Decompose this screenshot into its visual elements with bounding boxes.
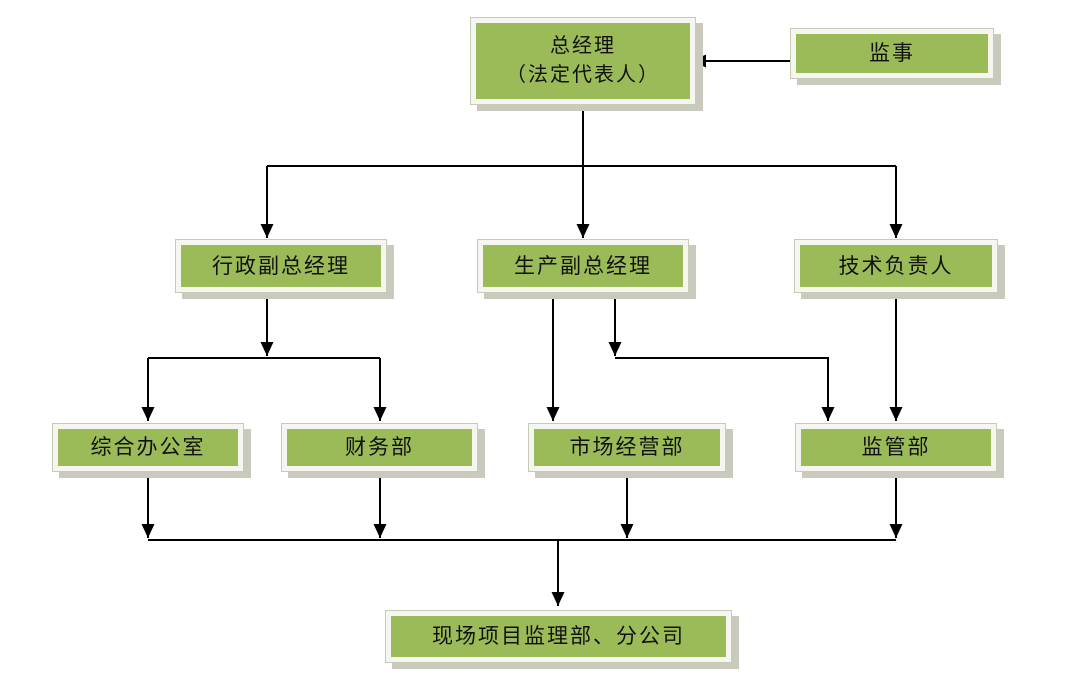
node-production-vice-gm: 生产副总经理	[477, 239, 689, 293]
node-admin-vice-gm: 行政副总经理	[175, 239, 387, 293]
node-site-supervision-branch-label: 现场项目监理部、分公司	[391, 616, 726, 657]
node-finance-dept: 财务部	[281, 423, 478, 472]
node-market-operations-dept: 市场经营部	[528, 423, 726, 472]
node-technical-director-label: 技术负责人	[800, 245, 992, 287]
node-site-supervision-branch: 现场项目监理部、分公司	[385, 610, 732, 663]
node-general-manager-label: 总经理 （法定代表人）	[476, 23, 690, 99]
edge-production-to-supervision	[615, 357, 835, 421]
node-technical-director: 技术负责人	[794, 239, 998, 293]
node-general-office-label: 综合办公室	[58, 429, 238, 466]
node-general-manager-line2: （法定代表人）	[506, 64, 660, 86]
node-supervision-dept: 监管部	[795, 423, 997, 472]
node-general-office: 综合办公室	[52, 423, 244, 472]
node-admin-vice-gm-label: 行政副总经理	[181, 245, 381, 287]
node-supervision-dept-label: 监管部	[801, 429, 991, 466]
node-general-manager: 总经理 （法定代表人）	[470, 17, 696, 105]
node-market-operations-dept-label: 市场经营部	[534, 429, 720, 466]
node-production-vice-gm-label: 生产副总经理	[483, 245, 683, 287]
node-supervisor: 监事	[790, 28, 994, 79]
node-general-manager-line1: 总经理	[550, 35, 616, 57]
node-finance-dept-label: 财务部	[287, 429, 472, 466]
node-supervisor-label: 监事	[796, 34, 988, 73]
